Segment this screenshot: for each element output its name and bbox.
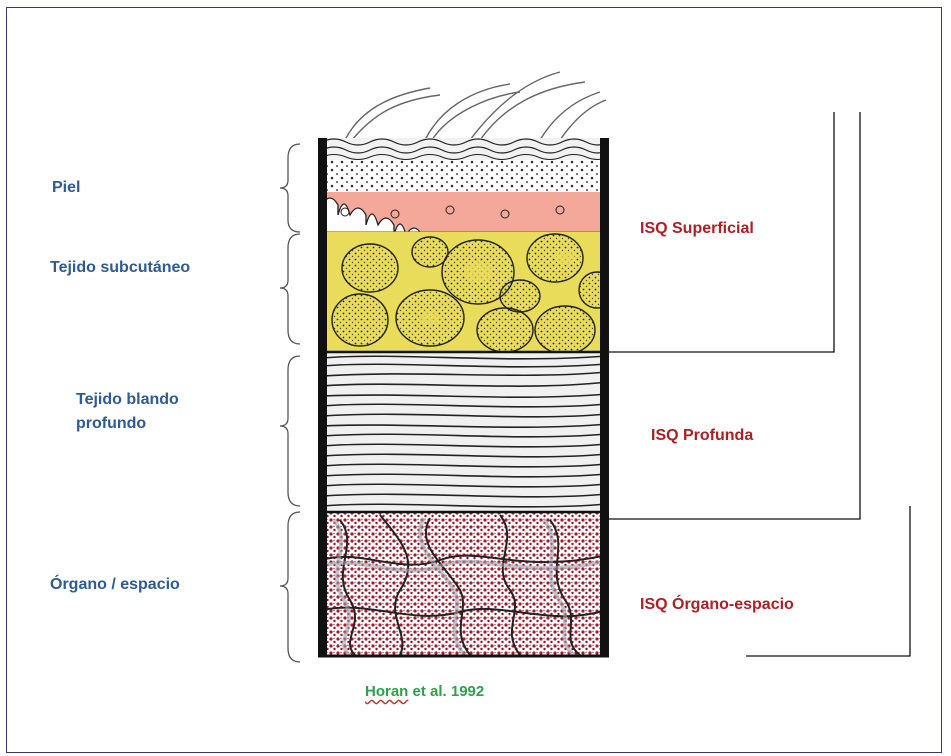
bracket-organ-space bbox=[746, 506, 910, 656]
column-right-border bbox=[600, 138, 609, 656]
column-left-border bbox=[318, 138, 327, 656]
epidermis-layer bbox=[322, 138, 610, 192]
bracket-deep bbox=[609, 112, 860, 519]
right-brackets bbox=[609, 112, 910, 656]
brace-deep-soft-tissue bbox=[280, 356, 300, 506]
left-braces bbox=[280, 144, 300, 662]
hair-strands bbox=[345, 72, 606, 140]
organ-space-layer bbox=[322, 512, 607, 655]
bracket-superficial bbox=[609, 112, 834, 352]
brace-subcutaneous bbox=[280, 234, 300, 344]
brace-skin bbox=[280, 144, 300, 232]
brace-organ-space bbox=[280, 512, 300, 662]
deep-soft-tissue-layer bbox=[322, 352, 607, 512]
subcutaneous-fat-layer bbox=[322, 232, 615, 354]
